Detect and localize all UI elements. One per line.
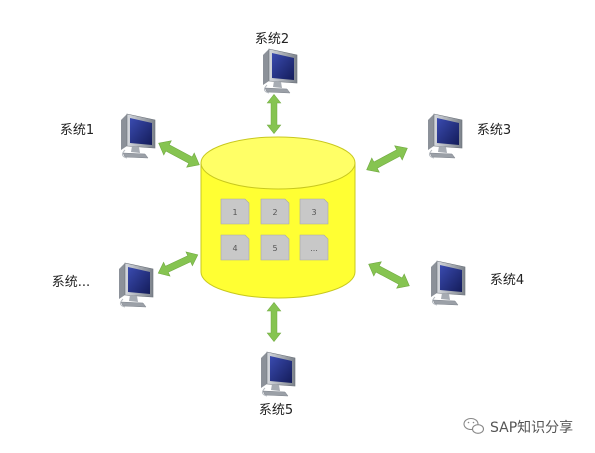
data-card-5: 5: [260, 234, 290, 261]
arrow-system5: [266, 302, 282, 342]
system3-label: 系统3: [477, 123, 511, 138]
system1-label: 系统1: [60, 123, 94, 138]
arrow-system-more: [154, 247, 202, 281]
monitor-icon-system-more: [118, 262, 154, 308]
watermark: SAP知识分享: [463, 417, 573, 436]
data-card-4: 4: [220, 234, 250, 261]
card-label: 3: [311, 208, 316, 217]
system-more-label: 系统...: [52, 275, 90, 290]
monitor-icon-system2: [262, 48, 298, 94]
card-label: ...: [310, 244, 318, 253]
arrow-system3: [362, 140, 412, 178]
card-label: 4: [232, 244, 237, 253]
arrow-system2: [266, 94, 282, 134]
monitor-icon-system4: [430, 260, 466, 306]
data-cards: 1 2 3 4 5 ...: [220, 198, 329, 261]
data-card-3: 3: [299, 198, 329, 225]
system2-label: 系统2: [255, 32, 289, 47]
arrow-system4: [364, 256, 414, 294]
monitor-icon-system5: [260, 351, 296, 397]
data-card-2: 2: [260, 198, 290, 225]
card-label: 1: [232, 208, 237, 217]
data-card-1: 1: [220, 198, 250, 225]
monitor-icon-system1: [120, 113, 156, 159]
monitor-icon-system3: [427, 113, 463, 159]
system4-label: 系统4: [490, 273, 524, 288]
system5-label: 系统5: [259, 403, 293, 418]
arrow-system1: [154, 135, 204, 173]
wechat-icon: [463, 417, 485, 434]
watermark-text: SAP知识分享: [490, 419, 573, 436]
card-label: 2: [272, 208, 277, 217]
card-label: 5: [272, 244, 277, 253]
data-card-more: ...: [299, 234, 329, 261]
database-cylinder: [200, 136, 356, 299]
